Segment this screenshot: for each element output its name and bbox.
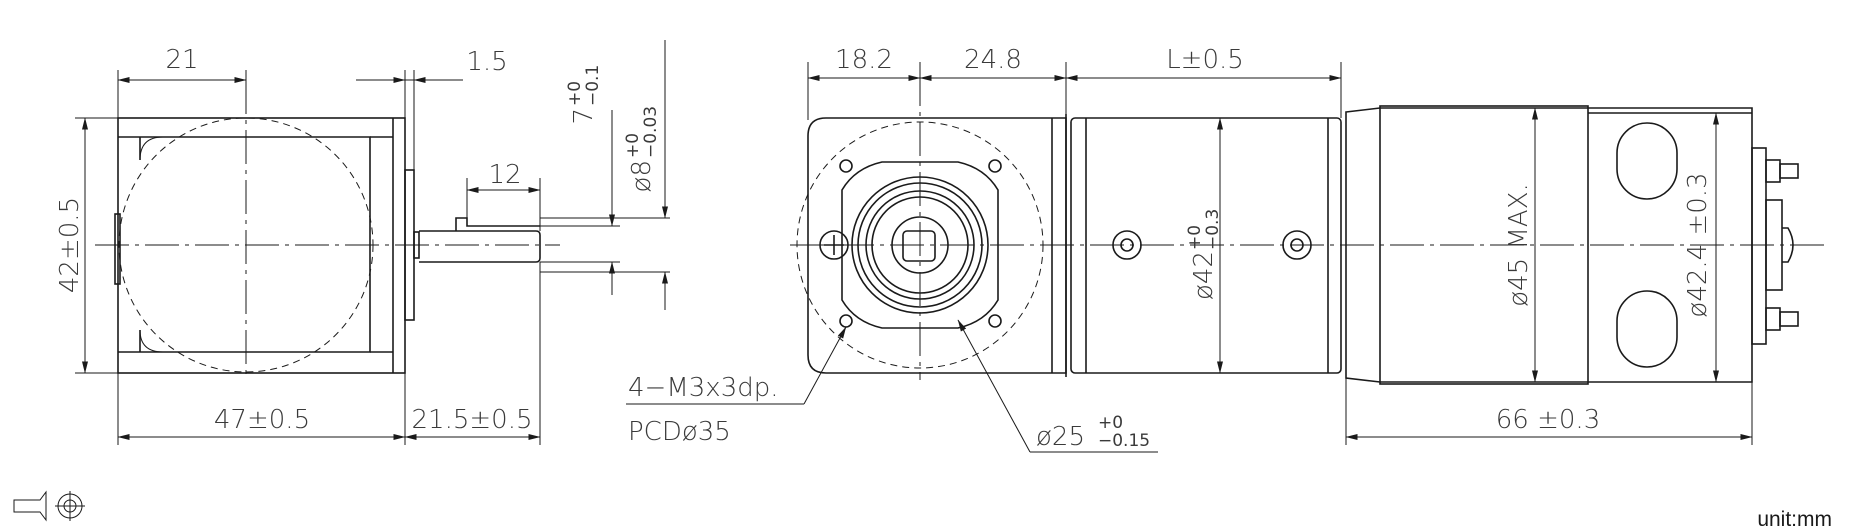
- unit-label: unit:mm: [1757, 508, 1832, 530]
- vent-slot-top: [1616, 122, 1678, 200]
- callout-dia-25: ø25 +0 −0.15: [1036, 413, 1150, 452]
- end-cap: [1751, 147, 1767, 345]
- mount-hole-br: [988, 314, 1002, 328]
- dim-dia-42-tol: ø42 +0 −0.3: [1185, 209, 1223, 300]
- callout-tapped-holes: 4−M3x3dp.: [628, 373, 779, 403]
- vent-slot-bottom: [1616, 290, 1678, 368]
- dim-length-47: 47±0.5: [214, 405, 310, 435]
- svg-text:−0.1: −0.1: [583, 65, 603, 106]
- svg-text:−0.15: −0.15: [1098, 431, 1150, 451]
- mount-hole-tr: [988, 159, 1002, 173]
- dim-24-8: 24.8: [964, 45, 1022, 75]
- side-view: 21 1.5 12 7 +0 −0.1 ø8 +0 −0.03: [55, 40, 670, 445]
- svg-text:−0.3: −0.3: [1203, 209, 1223, 250]
- svg-text:−0.03: −0.03: [641, 106, 661, 158]
- first-angle-projection-symbol: [13, 490, 85, 522]
- front-view: 18.2 24.8 L±0.5 ø42 +0 −0.3 ø45 MAX. ø42…: [626, 45, 1830, 453]
- svg-text:ø25: ø25: [1036, 422, 1085, 452]
- dim-length-66: 66 ±0.3: [1496, 405, 1600, 435]
- dim-8-tol: ø8 +0 −0.03: [623, 106, 661, 193]
- dim-width-21: 21: [165, 45, 198, 75]
- mount-hole-tl: [839, 159, 853, 173]
- dim-flange-1-5: 1.5: [466, 47, 507, 77]
- svg-text:+0: +0: [1098, 413, 1123, 433]
- dim-key-12: 12: [488, 160, 521, 190]
- svg-text:ø42: ø42: [1189, 251, 1219, 300]
- truncated-cone-icon: [13, 490, 47, 522]
- dim-dia-45-max: ø45 MAX.: [1504, 183, 1534, 307]
- dim-L: L±0.5: [1166, 45, 1244, 75]
- svg-text:+0: +0: [1185, 225, 1205, 250]
- shaft-key: [455, 217, 540, 231]
- dim-18-2: 18.2: [835, 45, 893, 75]
- dim-7-tol: 7 +0 −0.1: [565, 65, 603, 125]
- callout-pcd: PCDø35: [628, 417, 731, 447]
- output-shaft: [419, 230, 541, 263]
- svg-text:+0: +0: [565, 81, 585, 106]
- dim-shaft-21-5: 21.5±0.5: [411, 405, 532, 435]
- mount-hole-bl: [839, 314, 853, 328]
- svg-text:ø8: ø8: [627, 160, 657, 192]
- shaft-flat: [902, 230, 936, 262]
- gearbox-face: [807, 117, 1067, 374]
- svg-text:+0: +0: [623, 133, 643, 158]
- dim-dia-42-4: ø42.4 ±0.3: [1683, 172, 1713, 317]
- svg-text:7: 7: [569, 108, 599, 125]
- terminal-bottom: [1765, 307, 1781, 331]
- dim-height-42: 42±0.5: [55, 197, 85, 293]
- terminal-top: [1765, 159, 1781, 183]
